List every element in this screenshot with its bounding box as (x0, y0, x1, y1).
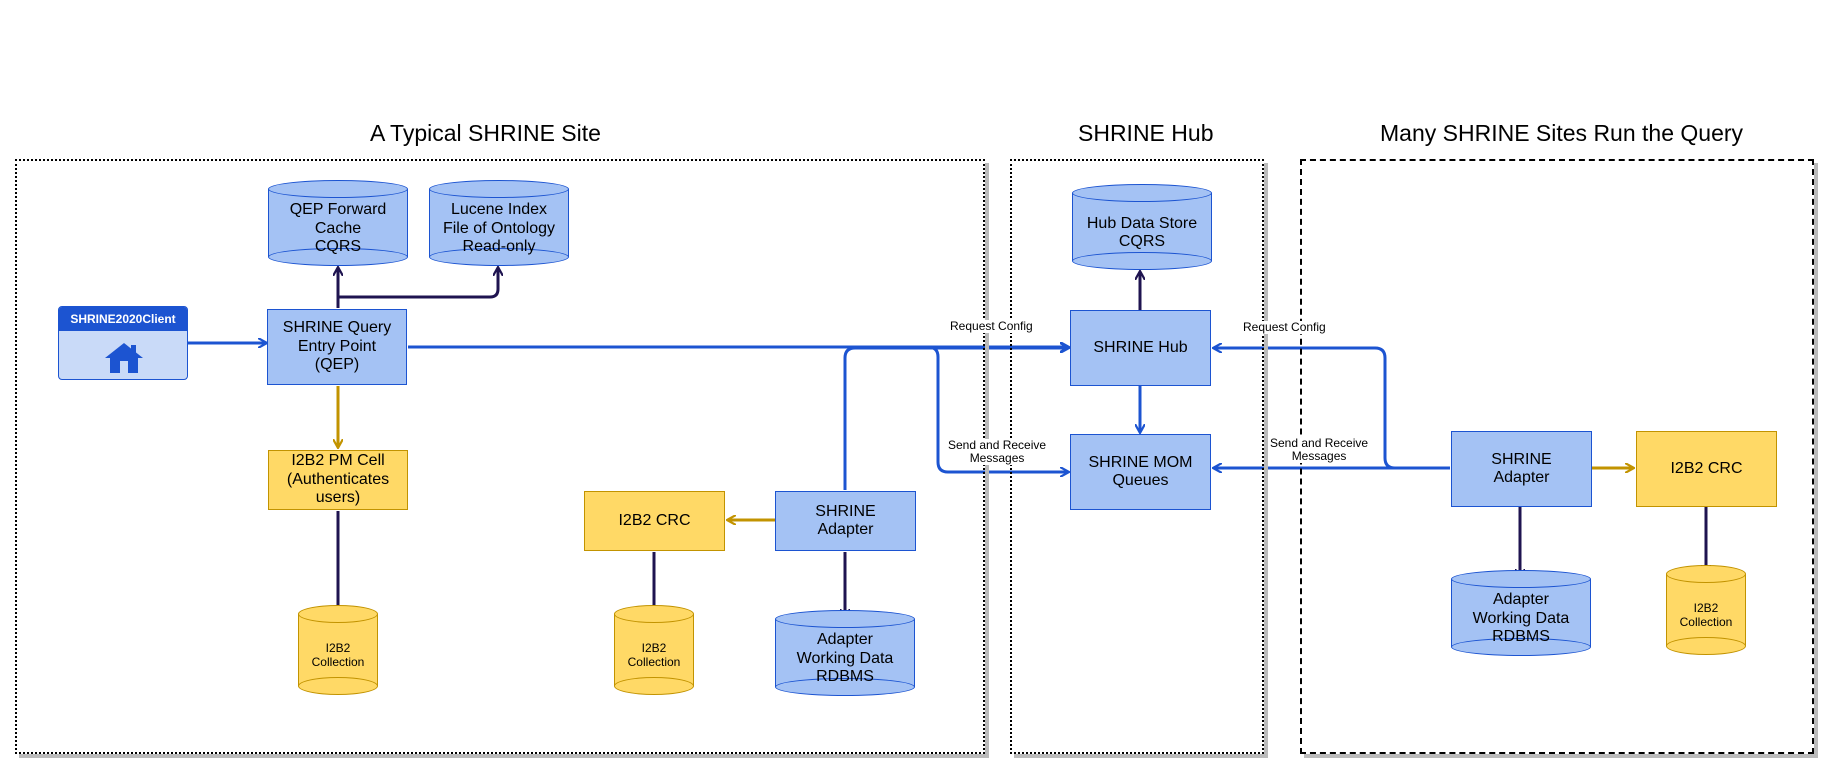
adapter-db-remote-cylinder[interactable]: Adapter Working Data RDBMS (1451, 570, 1591, 656)
i2b2-collection-2-cylinder[interactable]: I2B2 Collection (614, 605, 694, 695)
qep-cache-cylinder[interactable]: QEP Forward Cache CQRS (268, 180, 408, 266)
region-title-many: Many SHRINE Sites Run the Query (1380, 120, 1744, 146)
crc-remote-node[interactable]: I2B2 CRC (1636, 431, 1777, 507)
i2b2-collection-2-label: I2B2 Collection (627, 641, 681, 669)
qep-node[interactable]: SHRINE Query Entry Point (QEP) (267, 309, 407, 385)
i2b2-collection-1-label: I2B2 Collection (311, 641, 365, 669)
crc-local-node[interactable]: I2B2 CRC (584, 491, 725, 551)
region-title-site: A Typical SHRINE Site (370, 120, 601, 146)
region-title-hub: SHRINE Hub (1078, 120, 1214, 146)
lucene-cylinder[interactable]: Lucene Index File of Ontology Read-only (429, 180, 569, 266)
adapter-db-local-label: Adapter Working Data RDBMS (796, 631, 894, 686)
edge-label-request-config-left: Request Config (948, 319, 1035, 334)
hub-store-label: Hub Data Store CQRS (1086, 214, 1198, 250)
i2b2-collection-3-cylinder[interactable]: I2B2 Collection (1666, 565, 1746, 655)
adapter-db-remote-label: Adapter Working Data RDBMS (1472, 591, 1570, 646)
edge-label-send-receive-left: Send and Receive Messages (946, 438, 1049, 466)
adapter-local-node[interactable]: SHRINE Adapter (775, 491, 916, 551)
i2b2-collection-1-cylinder[interactable]: I2B2 Collection (298, 605, 378, 695)
hub-node[interactable]: SHRINE Hub (1070, 310, 1211, 386)
edge-label-request-config-right: Request Config (1241, 320, 1328, 335)
edge-label-send-receive-right: Send and Receive Messages (1268, 436, 1371, 464)
adapter-remote-node[interactable]: SHRINE Adapter (1451, 431, 1592, 507)
hub-store-cylinder[interactable]: Hub Data Store CQRS (1072, 184, 1212, 270)
qep-cache-label: QEP Forward Cache CQRS (289, 201, 387, 256)
mom-node[interactable]: SHRINE MOM Queues (1070, 434, 1211, 510)
shrine-client[interactable]: SHRINE2020Client (58, 306, 188, 380)
lucene-label: Lucene Index File of Ontology Read-only (442, 201, 556, 256)
adapter-db-local-cylinder[interactable]: Adapter Working Data RDBMS (775, 610, 915, 696)
edge-qep-to-lucene (336, 268, 498, 308)
edge-local-adapter-to-hub (843, 348, 1068, 490)
client-title: SHRINE2020Client (59, 307, 187, 331)
home-icon (105, 343, 143, 373)
i2b2-collection-3-label: I2B2 Collection (1679, 601, 1733, 629)
pm-cell-node[interactable]: I2B2 PM Cell (Authenticates users) (268, 450, 408, 510)
